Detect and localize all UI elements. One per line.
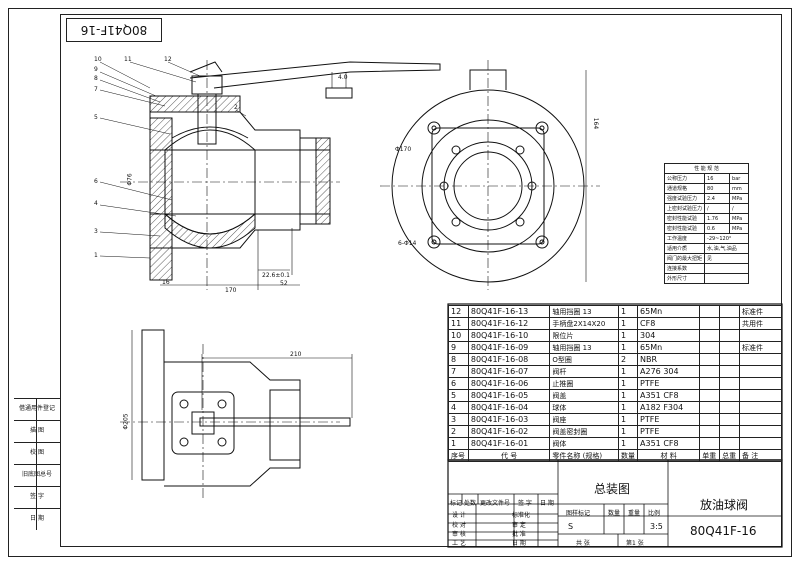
sheet-number: 第1 张 (626, 540, 644, 547)
drawing-frame (60, 14, 782, 547)
handle-lever (189, 61, 441, 89)
table-row: 外形尺寸 (663, 273, 750, 284)
label-review: 审 核 (452, 531, 466, 538)
bottom-plan-view (120, 329, 353, 500)
product-name: 放油球阀 (700, 498, 749, 512)
model-number: 80Q41F-16 (690, 524, 757, 538)
parts-header-row: 序号 代 号 零件名称 (规格) 数量 材 料 单重 总重 备 注 (448, 449, 783, 462)
left-flange (149, 117, 173, 281)
scale-value: 3:5 (650, 522, 663, 531)
flange-end-view (380, 60, 600, 290)
label-process: 工 艺 (452, 540, 466, 547)
label-design: 设 计 (452, 512, 466, 519)
dim-flange-dia: Φ170 (395, 146, 412, 153)
revision-grid: 标记 处数 更改文件号 签 字 日 期 设 计 校 对 审 核 工 艺 标准化 … (448, 460, 558, 547)
label-drawing-mark: 图样标记 (566, 510, 591, 517)
valve-stem (197, 93, 217, 145)
body-outline (149, 111, 301, 249)
callout-number: 6 (94, 178, 98, 185)
label-scale: 比例 (648, 510, 661, 517)
callout-number: 11 (124, 56, 132, 63)
section-view (99, 60, 441, 290)
dim-bolt-holes: 6-Φ14 (398, 240, 417, 247)
label-date2: 日 期 (512, 540, 526, 547)
stage-mark: S (568, 522, 574, 531)
callout-number: 9 (94, 66, 98, 73)
callout-number: 12 (164, 56, 172, 63)
label-weight: 重量 (628, 510, 641, 517)
dim-thickness: 4.0 (338, 74, 348, 81)
callout-number: 10 (94, 56, 102, 63)
callout-number: 7 (94, 86, 98, 93)
label-approve: 批 准 (512, 531, 526, 538)
dim-handle-length: 210 (290, 351, 302, 358)
dim-offset: 52 (280, 280, 288, 287)
detail-stop-plate (325, 87, 353, 99)
label-approve-final: 审 定 (512, 522, 526, 529)
dim-flange-thk: 16 (162, 279, 170, 286)
dim-tolerance: 22.6±0.1 (262, 272, 290, 279)
callout-number: 1 (94, 252, 98, 259)
label-signature: 签 字 (518, 500, 532, 507)
label-check: 校 对 (452, 522, 466, 529)
label-quantity: 数量 (608, 510, 621, 517)
drawing-sheet-border (8, 8, 792, 557)
callout-number: 8 (94, 75, 98, 82)
bottom-flange (141, 329, 165, 481)
callout-number: 2 (234, 104, 238, 111)
label-mark: 标记 (450, 500, 463, 507)
dim-length: 170 (225, 287, 237, 294)
callout-number: 4 (94, 200, 98, 207)
label-change-doc: 更改文件号 (480, 500, 511, 507)
label-count: 处数 (464, 500, 477, 507)
callout-number: 3 (94, 228, 98, 235)
callout-number: 5 (94, 114, 98, 121)
label-standardization: 标准化 (512, 512, 531, 519)
sheets-total: 共 张 (576, 540, 590, 547)
side-stamp-divider (36, 398, 37, 530)
label-date: 日 期 (540, 500, 554, 507)
assembly-title: 总装图 (594, 482, 631, 496)
